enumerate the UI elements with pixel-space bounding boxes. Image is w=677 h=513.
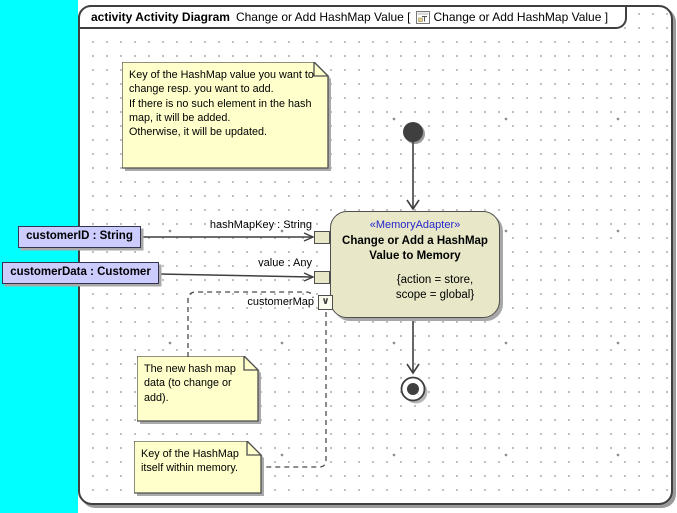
value-pin-customermap[interactable]: ∨ [318,295,333,310]
frame-keyword: activity Activity Diagram [91,10,230,24]
object-label: customerData : Customer [10,266,151,278]
object-node-customerid[interactable]: customerID : String [18,226,141,248]
value-pin-glyph: ∨ [321,296,330,307]
note-text: The new hash map data (to change or add)… [144,363,236,404]
pin-label-hashmapkey[interactable]: hashMapKey : String [209,219,312,231]
pin-label-value[interactable]: value : Any [258,257,312,269]
action-constraint: {action = store, scope = global} [395,273,475,302]
note-memory-key[interactable]: Key of the HashMap itself within memory. [134,441,265,497]
input-pin-value[interactable] [314,271,330,284]
note-text: Key of the HashMap itself within memory. [141,448,239,475]
note-new-data[interactable]: The new hash map data (to change or add)… [137,356,262,425]
action-node-memory-adapter[interactable]: «MemoryAdapter» Change or Add a HashMap … [330,211,500,318]
object-label: customerID : String [26,230,133,242]
frame-title-tab[interactable]: activity Activity Diagram Change or Add … [78,5,627,29]
activity-diagram-icon [415,10,430,24]
pin-label-customermap[interactable]: customerMap [247,296,314,308]
frame-diagram-name: Change or Add HashMap Value [ [235,10,411,24]
note-text: Key of the HashMap value you want to cha… [129,69,314,139]
note-hashmap-key-description[interactable]: Key of the HashMap value you want to cha… [122,62,332,172]
desktop-background [0,0,78,513]
frame-diagram-ref: Change or Add HashMap Value ] [433,10,609,24]
action-name: Change or Add a HashMap Value to Memory [342,235,488,262]
action-stereotype: «MemoryAdapter» [369,219,461,231]
input-pin-hashmapkey[interactable] [314,231,330,244]
object-node-customerdata[interactable]: customerData : Customer [2,262,159,284]
